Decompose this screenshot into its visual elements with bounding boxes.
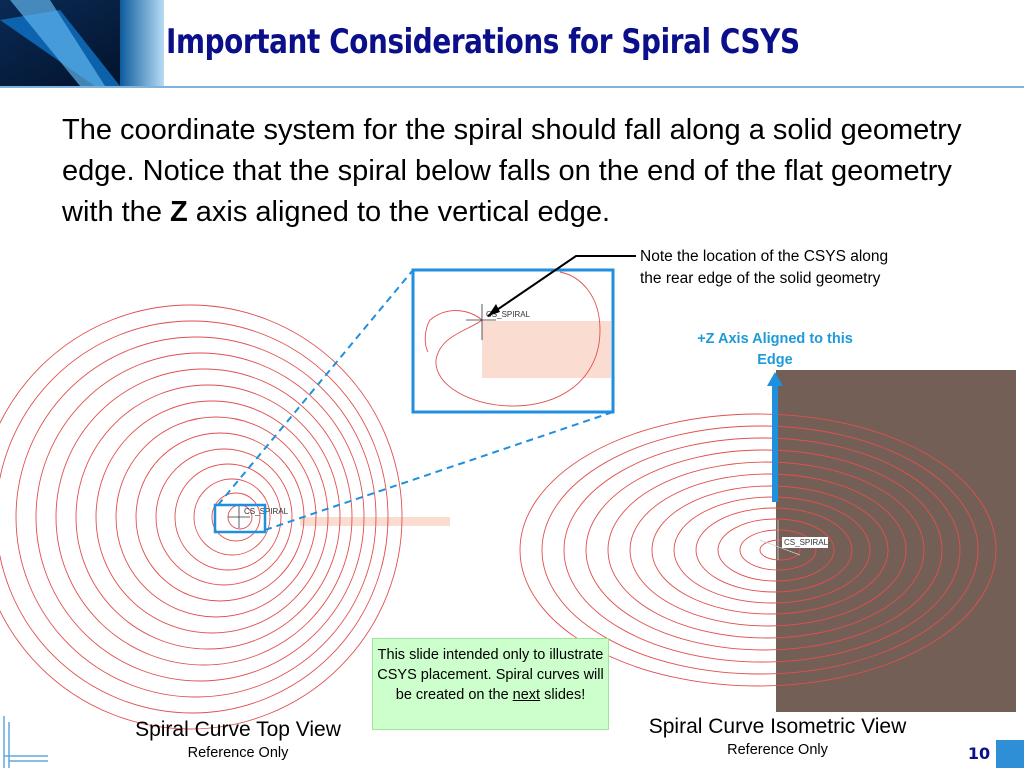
zoom-source-box bbox=[213, 503, 267, 534]
logo-graphic bbox=[0, 0, 164, 86]
top-view-caption: Spiral Curve Top View Reference Only bbox=[108, 717, 368, 763]
inset-csys-label: CS_SPIRAL bbox=[486, 310, 531, 319]
zoom-line-bottom bbox=[264, 411, 614, 531]
zoom-inset: CS_SPIRAL bbox=[411, 268, 615, 414]
isometric-view-caption-title: Spiral Curve Isometric View bbox=[648, 715, 907, 738]
top-view-caption-title: Spiral Curve Top View bbox=[135, 718, 341, 741]
title-underline bbox=[0, 86, 1024, 88]
body-text-start: The coordinate system for the spiral sho… bbox=[62, 114, 962, 228]
top-view-caption-sub: Reference Only bbox=[187, 745, 289, 761]
body-paragraph: The coordinate system for the spiral sho… bbox=[62, 110, 982, 233]
slide-title: Important Considerations for Spiral CSYS bbox=[166, 22, 800, 62]
body-text-end: axis aligned to the vertical edge. bbox=[187, 196, 611, 228]
z-axis-arrow-head bbox=[767, 372, 783, 386]
zoom-line-top bbox=[217, 269, 414, 506]
info-text-start: This slide intended only to illustrate C… bbox=[377, 647, 604, 703]
csys-location-note: Note the location of the CSYS along the … bbox=[640, 248, 889, 287]
isometric-csys-marker bbox=[759, 520, 801, 560]
info-note-box: This slide intended only to illustrate C… bbox=[372, 638, 609, 730]
top-view-spiral bbox=[0, 304, 450, 730]
note-leader-line bbox=[487, 255, 636, 317]
page-number: 10 bbox=[967, 744, 991, 763]
page-number-bg bbox=[962, 740, 996, 768]
top-view-csys-marker bbox=[228, 506, 250, 528]
top-view-csys-label: CS_SPIRAL bbox=[244, 507, 289, 516]
isometric-view-caption-sub: Reference Only bbox=[727, 742, 828, 758]
footer-decoration bbox=[3, 716, 48, 768]
z-axis-arrow-shaft bbox=[772, 384, 778, 502]
isometric-csys-label-bg bbox=[782, 537, 828, 548]
isometric-csys-label: CS_SPIRAL bbox=[784, 538, 829, 547]
body-text-bold-z: Z bbox=[170, 196, 188, 228]
z-axis-label: +Z Axis Aligned to this Edge bbox=[697, 331, 853, 368]
info-text-end: slides! bbox=[540, 687, 586, 703]
note-leader-arrow bbox=[488, 304, 500, 316]
isometric-view-caption: Spiral Curve Isometric View Reference On… bbox=[610, 714, 945, 760]
next-slides-link[interactable]: next bbox=[512, 687, 541, 703]
